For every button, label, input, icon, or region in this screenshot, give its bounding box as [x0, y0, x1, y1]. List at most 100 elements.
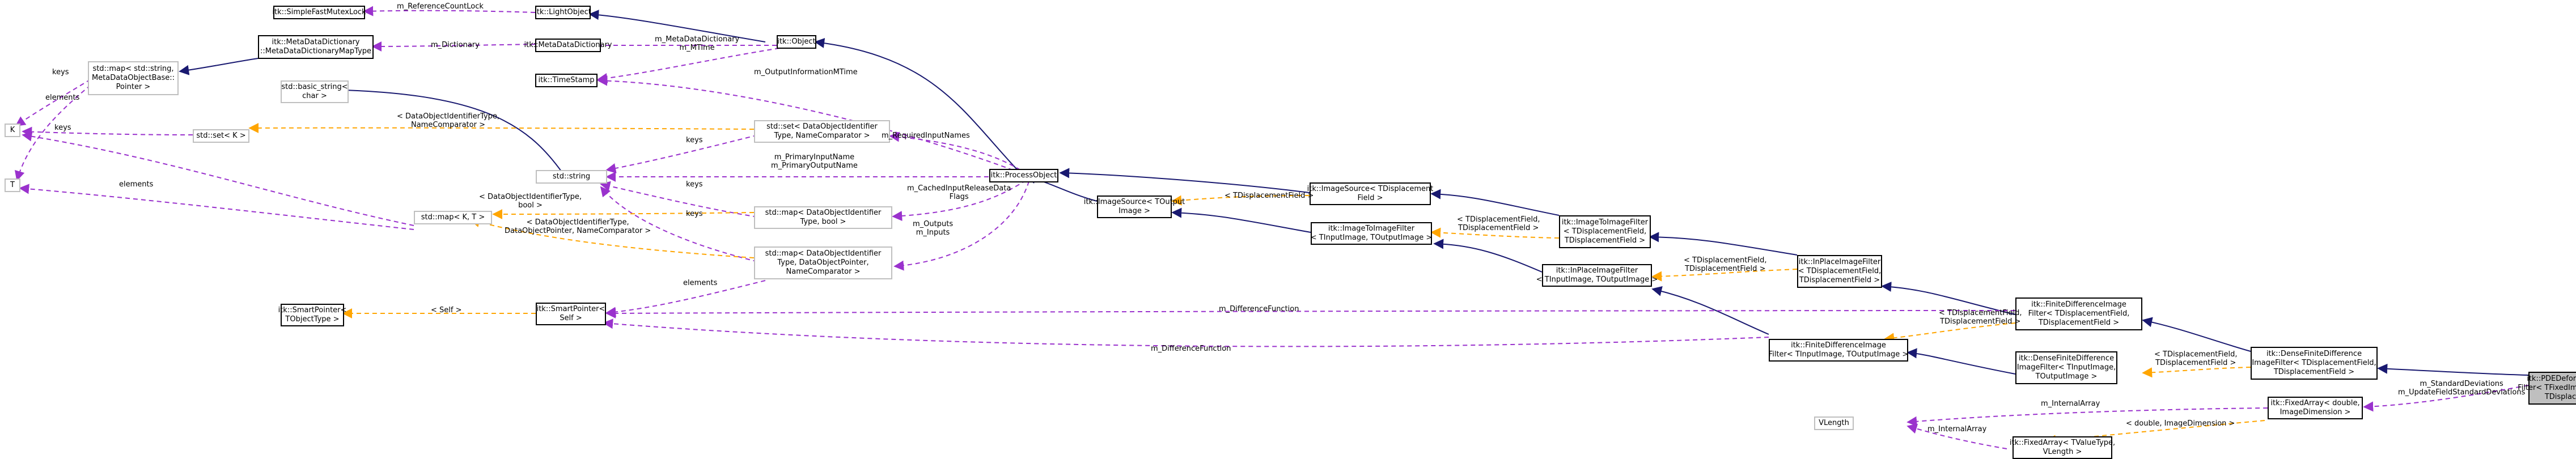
class-node-text: Filter< TDisplacementField,	[2028, 309, 2130, 318]
edge-map-ptr-to-process-object	[893, 181, 1029, 271]
class-node-std-string[interactable]: std::string	[536, 170, 607, 184]
edge-dictmaptype-to-std-map	[179, 58, 259, 75]
class-node-text: TDisplacementField >	[1799, 276, 1880, 284]
class-node-process-object[interactable]: itk::ProcessObject	[989, 169, 1058, 182]
edge-dense-disp-to-fd-disp	[2142, 317, 2251, 352]
edge-label-text: NameComparator >	[410, 121, 485, 129]
edge-t-to-std-map-kt	[19, 184, 414, 230]
class-node-text: itk::InPlaceImageFilter	[1556, 266, 1638, 275]
class-node-in-place-in-out[interactable]: itk::InPlaceImageFilter< TInputImage, TO…	[1536, 264, 1658, 287]
edge-label-dictionary: m_Dictionary	[431, 41, 480, 49]
edge-label-elements-1: elements	[45, 94, 79, 102]
collaboration-graph-nodes: itk::SimpleFastMutexLock itk::LightObject…	[5, 2, 2576, 459]
class-node-itk-meta-data-dictionary-map-type[interactable]: itk::MetaDataDictionary::MetaDataDiction…	[258, 35, 374, 59]
edge-label-text: < TDisplacementField,	[2154, 350, 2238, 359]
edge-map-bool-to-process-object	[892, 180, 1027, 222]
class-node-text: < TDisplacementField,	[1563, 227, 1647, 236]
class-node-text: itk::ImageSource< TDisplacement	[1307, 185, 1434, 193]
class-node-std-map-kt[interactable]: std::map< K, T >	[414, 211, 492, 224]
edge-label-text: elements	[683, 279, 718, 287]
class-node-text: TDisplacementField >	[1564, 236, 1646, 245]
edge-process-object-to-object	[814, 38, 1018, 171]
class-node-fixed-array-double[interactable]: itk::FixedArray< double,ImageDimension >	[2268, 397, 2363, 419]
class-node-text: Pointer >	[116, 83, 151, 91]
edge-label-keys-4: keys	[686, 180, 703, 189]
edge-label-text: m_InternalArray	[1927, 425, 1987, 434]
edge-label-tdisp-tdisp-2: < TDisplacementField,TDisplacementField …	[1684, 256, 1766, 273]
edge-label-text: m_Outputs	[913, 220, 954, 228]
edge-label-text: < double, ImageDimension >	[2126, 419, 2235, 428]
class-node-basic-string[interactable]: std::basic_string<char >	[281, 80, 349, 103]
edge-fd-disp-from-fd-inout	[1884, 322, 2016, 343]
class-node-text: NameComparator >	[786, 267, 861, 276]
class-node-fixed-array-tvalue[interactable]: itk::FixedArray< TValueType,VLength >	[2010, 436, 2115, 459]
class-node-std-set-k[interactable]: std::set< K >	[193, 129, 249, 143]
edge-label-keys-5: keys	[686, 210, 703, 218]
edge-map-kt-to-map-bool	[492, 209, 755, 219]
class-node-text: VLength >	[2043, 448, 2082, 456]
class-node-text: itk::Object	[777, 37, 816, 46]
edge-label-text: DataObjectPointer, NameComparator >	[505, 227, 651, 235]
edge-label-internal-array-1: m_InternalArray	[2041, 400, 2100, 408]
edge-label-text: TDisplacementField >	[1940, 317, 2021, 326]
edge-timestamp-to-object	[597, 48, 780, 83]
edge-k-to-std-map-kt	[22, 131, 414, 226]
edge-label-tdisp-tdisp-1: < TDisplacementField,TDisplacementField …	[1457, 215, 1540, 232]
class-node-text: TDisplacementField >	[2273, 368, 2355, 376]
class-node-vlength[interactable]: VLength	[1814, 416, 1854, 430]
class-node-light-object[interactable]: itk::LightObject	[535, 6, 591, 19]
edge-label-text: TDisplacementField >	[1685, 265, 1766, 273]
class-node-pde-registration[interactable]: itk::PDEDeformableRegistrationFilter< TF…	[2518, 372, 2576, 405]
class-node-text: std::string	[552, 172, 591, 181]
class-node-smart-pointer-tobject[interactable]: itk::SmartPointer<TObjectType >	[278, 304, 347, 326]
class-node-text: T	[10, 181, 15, 189]
edge-label-text: m_MetaDataDictionary	[655, 35, 740, 44]
edge-fixed-array-tvalue-to-double	[2045, 420, 2265, 445]
class-node-text: < TDisplacementField,	[1798, 267, 1882, 275]
class-node-text: std::set< K >	[196, 131, 246, 140]
edge-label-text: Flags	[949, 193, 969, 201]
edge-vlength-to-fixed-array-double	[1906, 407, 2268, 427]
edge-string-to-map-ptr	[600, 186, 766, 264]
edge-label-text: < TDisplacementField,	[1939, 309, 2022, 317]
edge-label-double-image-dimension: < double, ImageDimension >	[2126, 419, 2235, 428]
class-node-smart-pointer-self[interactable]: itk::SmartPointer<Self >	[536, 303, 606, 325]
class-node-image-to-image-filter-disp[interactable]: itk::ImageToImageFilter< TDisplacementFi…	[1559, 215, 1651, 248]
edge-label-output-information-mtime: m_OutputInformationMTime	[754, 68, 858, 76]
class-node-k[interactable]: K	[5, 124, 20, 137]
class-node-text: ImageDimension >	[2280, 408, 2351, 416]
edge-label-difference-function-1: m_DifferenceFunction	[1219, 305, 1299, 313]
edge-smart-self-to-fd-inout	[603, 318, 1769, 347]
class-node-std-map-meta[interactable]: std::map< std::string,MetaDataObjectBase…	[88, 61, 179, 95]
class-node-in-place-disp[interactable]: itk::InPlaceImageFilter< TDisplacementFi…	[1797, 255, 1882, 288]
class-node-image-to-image-filter-in-out[interactable]: itk::ImageToImageFilter< TInputImage, TO…	[1311, 222, 1432, 245]
edge-k-to-std-set	[22, 126, 193, 137]
class-node-text: itk::SmartPointer<	[278, 306, 347, 314]
collaboration-graph-edges	[14, 6, 2529, 449]
edge-label-text: m_Dictionary	[431, 41, 480, 49]
class-node-text: ::MetaDataDictionaryMapType	[260, 47, 372, 56]
class-node-time-stamp[interactable]: itk::TimeStamp	[535, 74, 598, 87]
edge-label-difference-function-2: m_DifferenceFunction	[1151, 345, 1231, 353]
class-node-meta-data-dictionary[interactable]: itk::MetaDataDictionary	[524, 39, 612, 52]
class-node-text: itk::FiniteDifferenceImage	[2031, 300, 2126, 309]
edge-label-self: < Self >	[431, 306, 462, 314]
edge-label-text: m_DifferenceFunction	[1151, 345, 1231, 353]
class-node-text: Self >	[560, 314, 582, 322]
class-node-t[interactable]: T	[5, 178, 20, 192]
class-node-simple-fast-mutex-lock[interactable]: itk::SimpleFastMutexLock	[272, 6, 366, 19]
class-node-text: Type, DataObjectPointer,	[777, 258, 869, 267]
class-node-object[interactable]: itk::Object	[777, 35, 816, 49]
edge-smart-self-to-map-ptr	[605, 280, 766, 317]
edge-string-to-map-bool	[600, 181, 766, 219]
